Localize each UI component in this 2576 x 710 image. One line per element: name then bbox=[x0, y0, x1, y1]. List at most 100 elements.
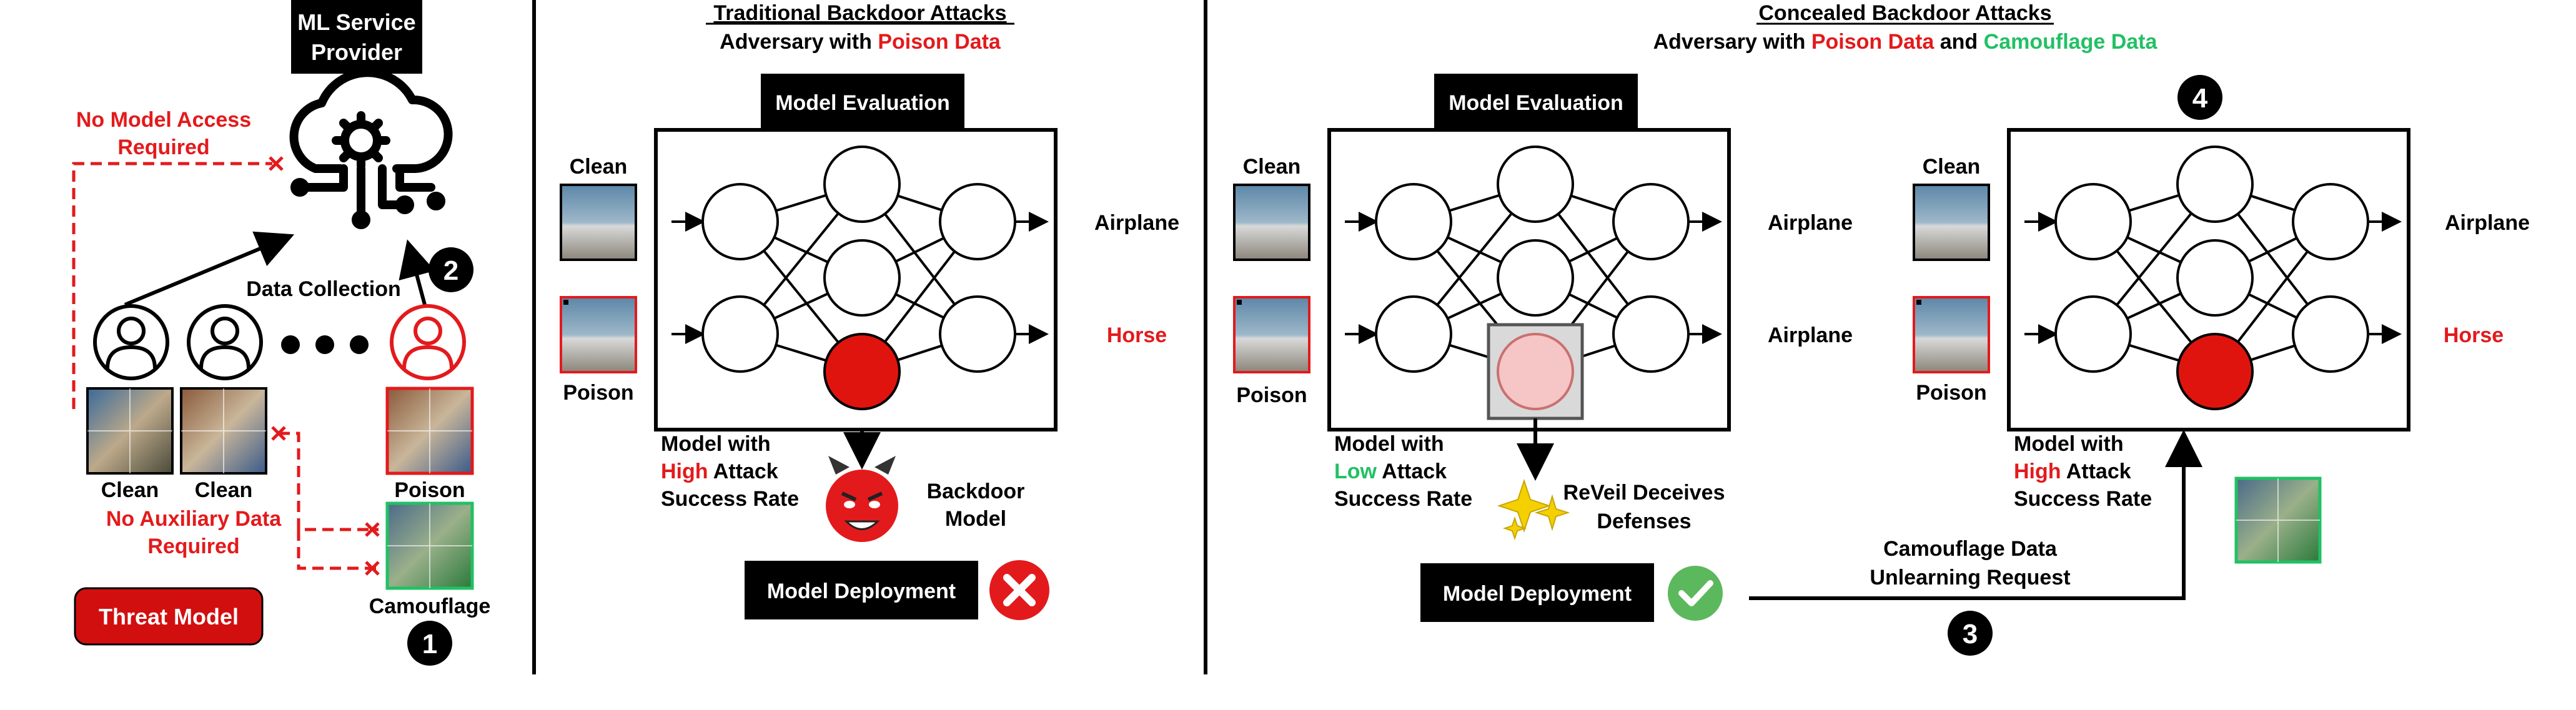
no-model-access-2: Required bbox=[117, 136, 209, 159]
neural-network bbox=[671, 145, 1049, 410]
no-aux-data-path bbox=[279, 431, 379, 570]
model-deployment-label: Model Deployment bbox=[767, 579, 956, 603]
traditional-title: Traditional Backdoor Attacks bbox=[713, 1, 1006, 25]
deceives-label-2: Defenses bbox=[1597, 510, 1691, 533]
attack-rate-label: High Attack bbox=[2014, 460, 2131, 483]
backdoor-model-2: Model bbox=[945, 507, 1006, 531]
attacker-icon bbox=[390, 304, 466, 380]
clean-input-image bbox=[1233, 184, 1310, 261]
provider-label-2: Provider bbox=[311, 39, 402, 65]
clean-input-label: Clean bbox=[570, 155, 628, 179]
no-model-access-1: No Model Access bbox=[76, 108, 251, 132]
model-evaluation-box bbox=[761, 74, 964, 130]
clean-label-2: Clean bbox=[195, 478, 253, 502]
step-4-label: 4 bbox=[2192, 83, 2208, 114]
block-x-icon bbox=[271, 426, 286, 441]
poison-input-label: Poison bbox=[1916, 381, 1986, 405]
no-aux-data-2: Required bbox=[147, 535, 239, 558]
clean-input-image bbox=[1913, 184, 1990, 261]
model-evaluation-label: Model Evaluation bbox=[775, 91, 950, 115]
attack-rate-label: High Attack bbox=[661, 460, 778, 483]
poison-label: Poison bbox=[394, 478, 465, 502]
unlearn-label-2: Unlearning Request bbox=[1870, 566, 2070, 589]
poison-input-label: Poison bbox=[563, 381, 633, 405]
concealed-title: Concealed Backdoor Attacks bbox=[1758, 1, 2051, 25]
poison-input-label: Poison bbox=[1236, 383, 1307, 407]
cross-icon bbox=[989, 560, 1049, 620]
traditional-backdoor-panel: Traditional Backdoor Attacks Adversary w… bbox=[560, 1, 1179, 620]
model-deployment-box bbox=[745, 561, 978, 619]
backdoor-neuron bbox=[2176, 333, 2254, 410]
collection-arrow-2 bbox=[399, 239, 435, 305]
traditional-subtitle: Adversary with Poison Data bbox=[720, 30, 1001, 54]
step-1-label: 1 bbox=[422, 629, 437, 659]
step-1-badge bbox=[407, 621, 452, 666]
success-rate-label: Success Rate bbox=[1334, 487, 1472, 511]
model-evaluation-label: Model Evaluation bbox=[1449, 91, 1623, 115]
data-collection-label: Data Collection bbox=[246, 277, 400, 301]
model-deployment-box bbox=[1420, 563, 1654, 622]
trigger-patch bbox=[1916, 300, 1921, 305]
clean-data-image-1 bbox=[86, 387, 174, 475]
clean-data-image-2 bbox=[180, 387, 267, 475]
neural-network bbox=[2024, 145, 2402, 410]
poison-input-image bbox=[1233, 296, 1310, 373]
devil-icon bbox=[826, 456, 898, 542]
unlearning-arrow bbox=[1749, 430, 2202, 600]
no-aux-data-1: No Auxiliary Data bbox=[106, 507, 282, 531]
block-x-icon bbox=[269, 156, 284, 171]
clean-label-1: Clean bbox=[101, 478, 159, 502]
backdoor-neuron bbox=[823, 333, 901, 410]
model-evaluation-box bbox=[1434, 74, 1638, 130]
clean-input-image bbox=[560, 184, 637, 261]
threat-model-badge bbox=[74, 587, 264, 646]
threat-model-label: Threat Model bbox=[99, 604, 239, 629]
provider-label-1: ML Service bbox=[297, 9, 415, 35]
trigger-patch bbox=[1237, 300, 1242, 305]
output-airplane: Airplane bbox=[2445, 211, 2530, 235]
no-model-access-path bbox=[72, 162, 272, 409]
clean-input-label: Clean bbox=[1923, 155, 1981, 179]
block-x-icon bbox=[365, 522, 380, 537]
success-rate-label: Success Rate bbox=[2014, 487, 2152, 511]
camouflage-data-image bbox=[2234, 476, 2322, 564]
output-horse: Horse bbox=[2444, 323, 2504, 347]
check-icon bbox=[1668, 566, 1723, 621]
model-with-label: Model with bbox=[2014, 432, 2124, 456]
output-horse: Horse bbox=[1107, 323, 1167, 347]
sparkle-icon bbox=[1497, 478, 1570, 541]
attack-rate-label: Low Attack bbox=[1334, 460, 1447, 483]
clean-input-label: Clean bbox=[1243, 155, 1301, 179]
user-icon bbox=[93, 304, 169, 380]
success-rate-label: Success Rate bbox=[661, 487, 799, 511]
concealed-backdoor-panel: Concealed Backdoor Attacks Adversary wit… bbox=[1233, 1, 2530, 656]
camouflage-data-image bbox=[385, 501, 474, 590]
unlearn-label-1: Camouflage Data bbox=[1883, 537, 2058, 561]
output-airplane: Airplane bbox=[1768, 211, 1853, 235]
step-3-badge bbox=[1948, 611, 1993, 656]
ellipsis-dots bbox=[281, 335, 369, 354]
step-3-label: 3 bbox=[1963, 619, 1978, 649]
backdoor-model-1: Backdoor bbox=[927, 480, 1025, 503]
poison-input-image bbox=[1913, 296, 1990, 373]
block-x-icon bbox=[365, 561, 380, 576]
output-airplane-2: Airplane bbox=[1768, 323, 1853, 347]
concealed-subtitle: Adversary with Poison Data and Camouflag… bbox=[1653, 30, 2158, 54]
cloud-gear-icon bbox=[289, 68, 453, 229]
collection-arrow-1 bbox=[124, 231, 295, 307]
camouflage-label: Camouflage bbox=[369, 594, 491, 618]
step-4-badge bbox=[2177, 75, 2222, 120]
threat-model-panel: ML Service Provider No Model Access Requ… bbox=[72, 0, 491, 666]
provider-box bbox=[291, 0, 422, 74]
user-icon bbox=[187, 304, 263, 380]
model-with-label: Model with bbox=[661, 432, 771, 456]
poison-data-image bbox=[385, 387, 474, 475]
concealed-neuron bbox=[1497, 333, 1574, 410]
model-with-label: Model with bbox=[1334, 432, 1444, 456]
step-2-label: 2 bbox=[443, 255, 458, 286]
model-deployment-label: Model Deployment bbox=[1443, 582, 1632, 606]
trigger-patch bbox=[563, 300, 568, 305]
deceives-label-1: ReVeil Deceives bbox=[1563, 481, 1725, 505]
